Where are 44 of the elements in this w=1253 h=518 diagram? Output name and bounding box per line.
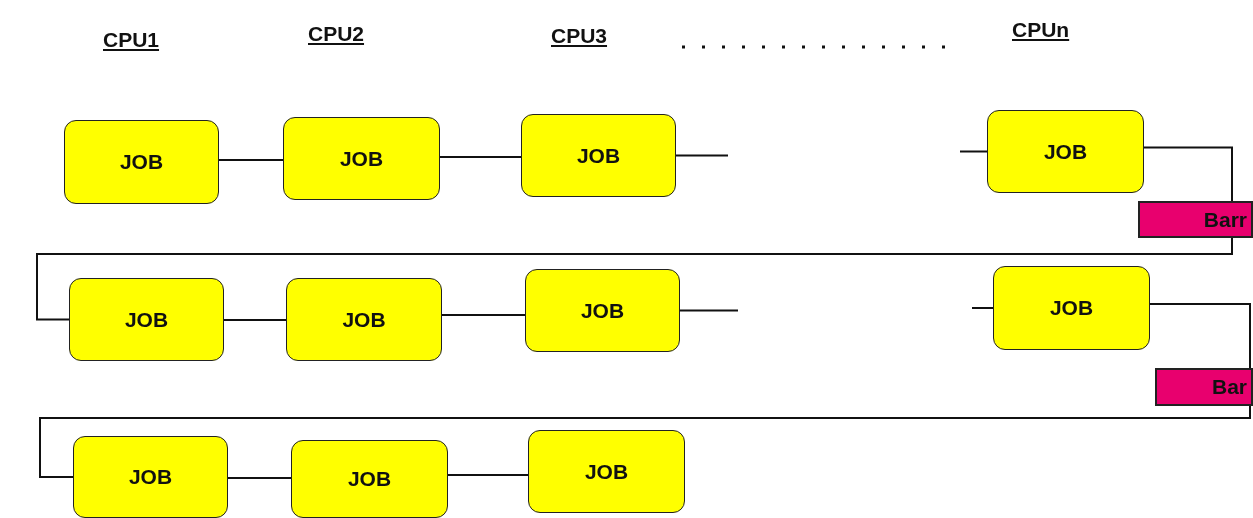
connector-line [39, 405, 1251, 478]
job-box [528, 430, 685, 513]
job-box [993, 266, 1150, 350]
column-heading: CPU3 [551, 24, 608, 48]
barrier-bar [1138, 201, 1253, 238]
node-label: JOB [128, 465, 173, 489]
job-box [64, 120, 219, 204]
connector-line [679, 309, 739, 312]
node-label: JOB [576, 143, 621, 168]
connector-line [959, 150, 988, 153]
job-box [291, 440, 448, 518]
job-box [525, 269, 680, 352]
node-label: JOB [342, 307, 386, 332]
connector-line [1143, 146, 1233, 202]
node-label: JOB [584, 459, 629, 484]
job-box [987, 110, 1144, 193]
connector-line [675, 154, 729, 157]
node-label: JOB [1043, 139, 1088, 164]
node-label: JOB [1049, 296, 1094, 320]
node-label: JOB [119, 150, 164, 174]
job-box [283, 117, 440, 200]
node-label: JOB [580, 298, 625, 323]
connector-line [218, 159, 284, 161]
job-box [73, 436, 228, 518]
barrier-bar [1155, 368, 1253, 406]
column-heading: CPU1 [103, 28, 160, 52]
node-label: Bar [1211, 375, 1247, 399]
job-box [69, 278, 224, 361]
column-heading: CPUn [1012, 18, 1070, 42]
connector-line [439, 156, 522, 158]
job-box [521, 114, 676, 197]
connector-line [223, 319, 287, 321]
connector-line [1149, 303, 1251, 369]
connector-line [441, 314, 526, 316]
connector-line [971, 307, 994, 309]
connector-line [36, 237, 1233, 321]
column-heading: CPU2 [308, 22, 365, 46]
job-box [286, 278, 442, 361]
node-label: JOB [347, 467, 392, 491]
node-label: JOB [124, 307, 169, 332]
connector-line [447, 474, 529, 476]
node-label: JOB [339, 146, 384, 171]
node-label: Barr [1203, 207, 1247, 232]
connector-line [227, 477, 292, 479]
